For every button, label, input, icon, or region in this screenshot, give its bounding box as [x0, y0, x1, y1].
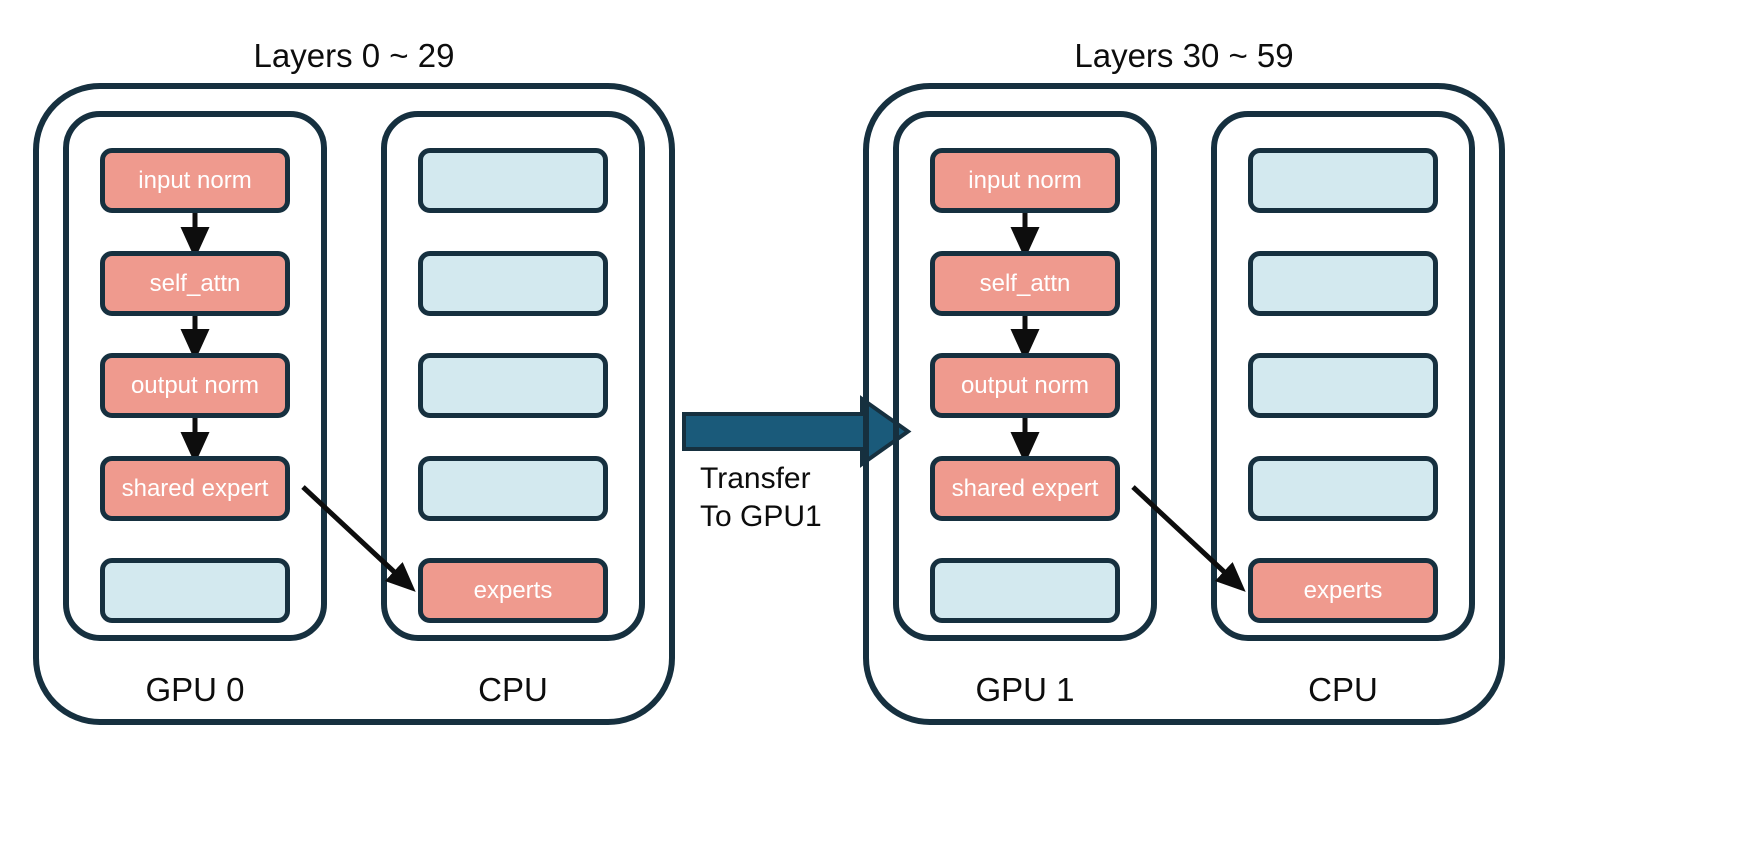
gpu1-flow-arrows: [1010, 212, 1246, 592]
gpu0-block-input-norm[interactable]: input norm: [100, 148, 290, 213]
device-label-cpu-left: CPU: [478, 671, 548, 708]
gpu0-block-output-norm[interactable]: output norm: [100, 353, 290, 418]
gpu1-block-output-norm[interactable]: output norm: [930, 353, 1120, 418]
cpu-left-container: [381, 111, 645, 641]
gpu0-flow-arrows: [180, 212, 416, 592]
cpu-left-block-1[interactable]: [418, 148, 608, 213]
gpu0-block-empty[interactable]: [100, 558, 290, 623]
gpu1-block-input-norm[interactable]: input norm: [930, 148, 1120, 213]
cpu-right-block-3[interactable]: [1248, 353, 1438, 418]
panel-right-outline: [863, 83, 1505, 725]
panel-right-outer-container: [863, 83, 1505, 725]
cpu-right-block-2[interactable]: [1248, 251, 1438, 316]
arrow-shared-expert-to-experts: [301, 485, 416, 592]
panel-left-outer-container: [33, 83, 675, 725]
gpu0-block-shared-expert[interactable]: shared expert: [100, 456, 290, 521]
gpu1-container: [893, 111, 1157, 641]
panel-title-left: Layers 0 ~ 29: [253, 37, 455, 74]
cpu-right-block-experts[interactable]: experts: [1248, 558, 1438, 623]
cpu-left-block-2[interactable]: [418, 251, 608, 316]
cpu-left-block-experts[interactable]: experts: [418, 558, 608, 623]
cpu-left-block-4[interactable]: [418, 456, 608, 521]
device-label-cpu-right: CPU: [1308, 671, 1378, 708]
transfer-arrow: [682, 395, 912, 468]
cpu-right-block-1[interactable]: [1248, 148, 1438, 213]
panel-title-right: Layers 30 ~ 59: [1074, 37, 1294, 74]
gpu1-block-shared-expert[interactable]: shared expert: [930, 456, 1120, 521]
gpu1-block-self-attn[interactable]: self_attn: [930, 251, 1120, 316]
transfer-label: Transfer To GPU1: [700, 462, 822, 534]
panel-left-outline: [33, 83, 675, 725]
gpu1-block-empty[interactable]: [930, 558, 1120, 623]
cpu-left-block-3[interactable]: [418, 353, 608, 418]
device-label-gpu0: GPU 0: [145, 671, 245, 708]
cpu-right-container: [1211, 111, 1475, 641]
cpu-right-block-4[interactable]: [1248, 456, 1438, 521]
gpu0-container: [63, 111, 327, 641]
gpu0-block-self-attn[interactable]: self_attn: [100, 251, 290, 316]
device-label-gpu1: GPU 1: [975, 671, 1075, 708]
transfer-arrow-shape: [682, 395, 912, 468]
arrow-shared-expert-to-experts: [1131, 485, 1246, 592]
